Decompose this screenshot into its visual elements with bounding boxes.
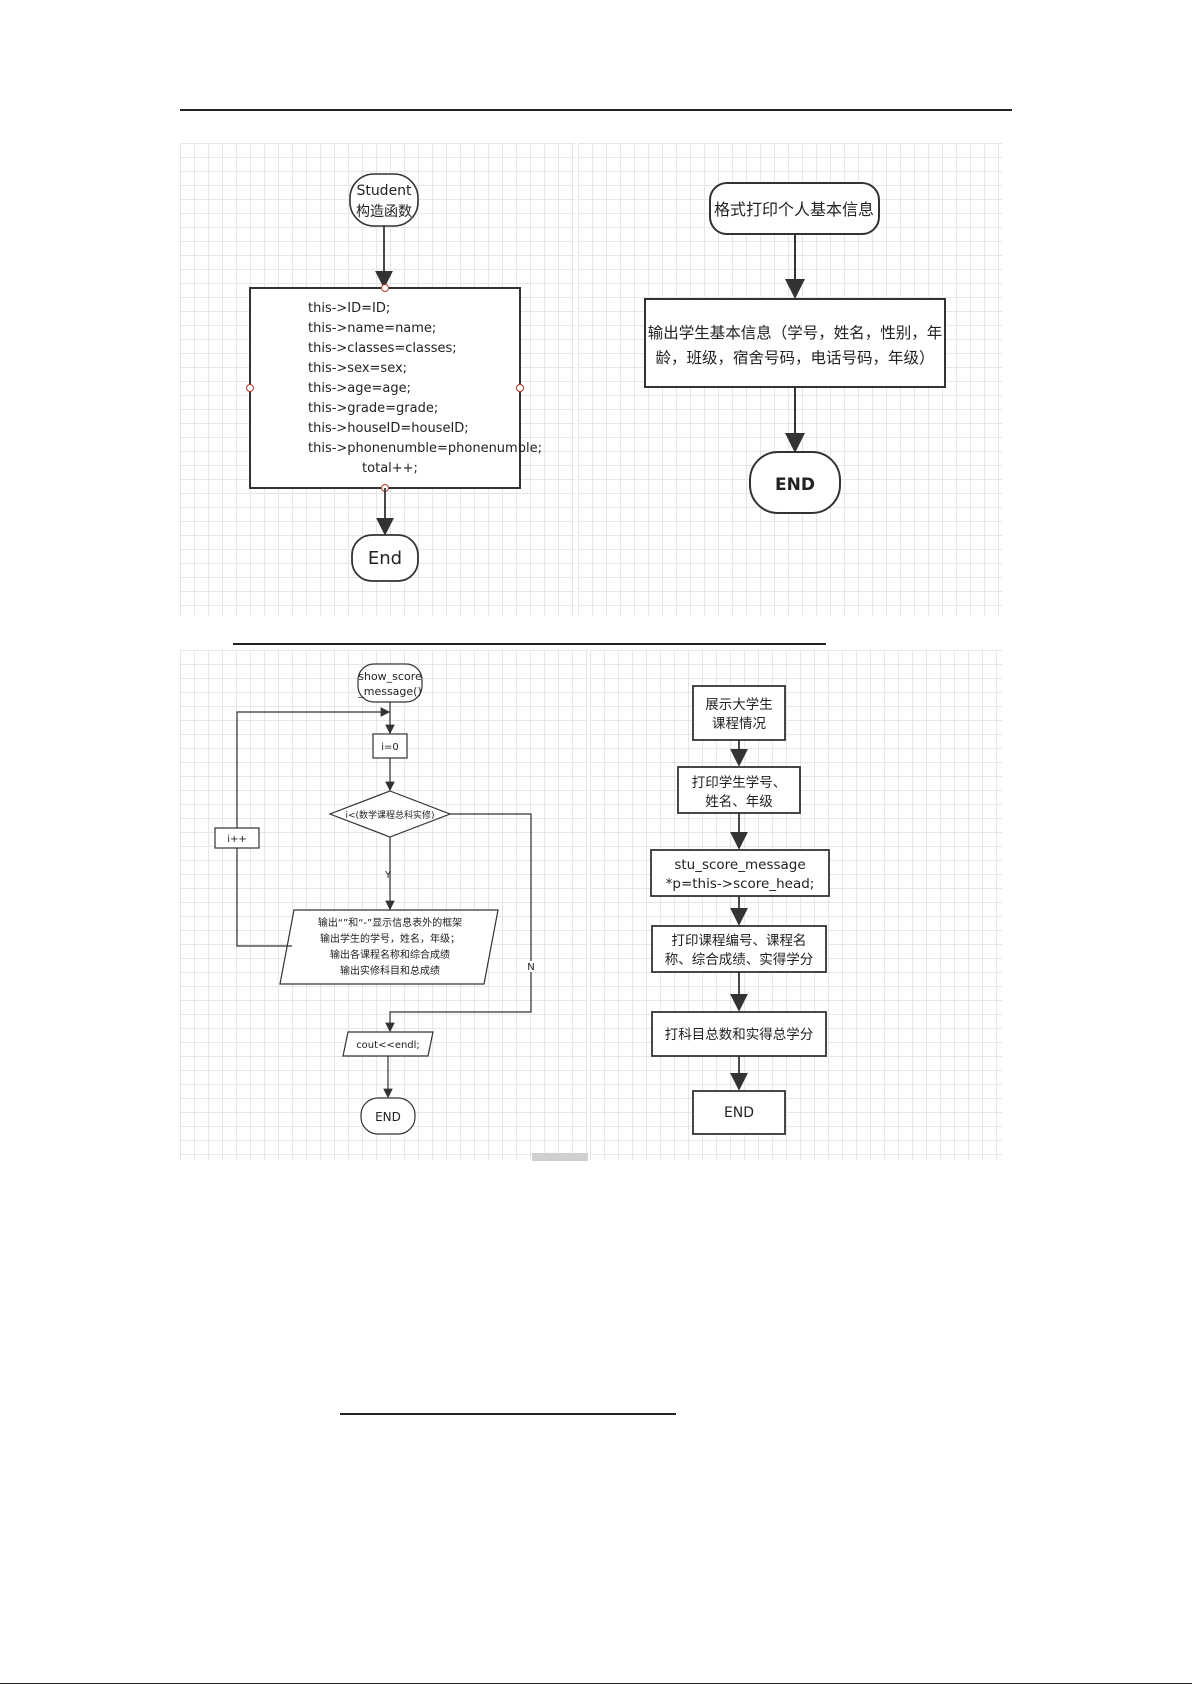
body-line-6: this->grade=grade; — [308, 401, 438, 416]
no-label: N — [527, 962, 534, 973]
print-info-flowchart-panel: 格式打印个人基本信息 输出学生基本信息（学号，姓名，性别，年 龄，班级，宿舍号码… — [578, 143, 1002, 616]
cout-parallelogram — [342, 1031, 434, 1057]
process-line-1: 输出学生基本信息（学号，姓名，性别，年 — [648, 324, 943, 342]
start-box — [692, 685, 786, 741]
constructor-flowchart-panel: Student 构造函数 this->ID=ID; this->name=nam… — [180, 143, 575, 616]
connector-point-top — [381, 284, 389, 292]
print-info-flowchart: 格式打印个人基本信息 输出学生基本信息（学号，姓名，性别，年 龄，班级，宿舍号码… — [644, 182, 946, 514]
step1-line-1: 打印学生学号、 — [692, 774, 787, 791]
show-score-flowchart-panel: show_score _message() i=0 i<(数学课程总科实修) Y… — [180, 650, 588, 1160]
step2-line-2: *p=this->score_head; — [666, 876, 815, 892]
connector-point-right — [516, 384, 524, 392]
arrow-condition-no — [385, 813, 532, 1033]
body-line-8: this->phonenumble=phonenumble; — [308, 441, 542, 456]
step2-line-1: stu_score_message — [674, 857, 805, 873]
end-terminal — [360, 1097, 416, 1135]
end-label: END — [724, 1105, 754, 1121]
increment-box — [214, 827, 260, 849]
step3-line-1: 打印课程编号、课程名 — [672, 932, 807, 949]
course-info-flowchart: 展示大学生 课程情况 打印学生学号、 姓名、年级 stu_score_messa… — [650, 685, 830, 1135]
body-line-4: this->sex=sex; — [308, 361, 407, 376]
course-info-flowchart-panel: 展示大学生 课程情况 打印学生学号、 姓名、年级 stu_score_messa… — [590, 650, 1002, 1160]
start-label-2: 构造函数 — [356, 204, 412, 220]
output-line-3: 输出各课程名称和综合成绩 — [330, 948, 450, 961]
start-line-1: 展示大学生 — [705, 697, 773, 713]
start-label-1: Student — [356, 183, 412, 199]
init-label: i=0 — [381, 742, 399, 753]
start-label-1: show_score — [358, 670, 422, 683]
end-label: END — [775, 475, 815, 495]
start-line-2: 课程情况 — [712, 716, 766, 732]
connector-point-left — [246, 384, 254, 392]
body-line-7: this->houseID=houseID; — [308, 421, 469, 436]
end-label: End — [368, 548, 402, 569]
yes-label: Y — [384, 870, 392, 881]
show-score-flowchart: show_score _message() i=0 i<(数学课程总科实修) Y… — [214, 663, 537, 1135]
increment-label: i++ — [227, 834, 247, 845]
lower-rule — [340, 1413, 676, 1415]
step4-box — [651, 1011, 827, 1057]
start-label-2: _message() — [357, 685, 422, 698]
end-box — [692, 1090, 786, 1135]
end-label: END — [375, 1110, 401, 1124]
end-terminal — [749, 451, 841, 514]
output-line-4: 输出实修科目和总成绩 — [340, 964, 440, 977]
output-line-1: 输出“”和“-”显示信息表外的框架 — [318, 916, 462, 929]
process-line-2: 龄，班级，宿舍号码，电话号码，年级） — [655, 349, 934, 367]
step3-line-2: 称、综合成绩、实得学分 — [665, 951, 814, 968]
assignment-block — [249, 287, 521, 489]
output-parallelogram — [279, 909, 499, 985]
output-line-2: 输出学生的学号，姓名，年级； — [320, 932, 460, 945]
init-box — [372, 733, 408, 759]
middle-rule — [233, 643, 826, 645]
constructor-flowchart: Student 构造函数 this->ID=ID; this->name=nam… — [246, 173, 542, 582]
cout-label: cout<<endl; — [356, 1040, 420, 1051]
start-label: 格式打印个人基本信息 — [714, 200, 874, 219]
body-line-3: this->classes=classes; — [308, 341, 457, 356]
bottom-rule — [0, 1683, 1192, 1684]
condition-label: i<(数学课程总科实修) — [345, 809, 434, 821]
body-line-5: this->age=age; — [308, 381, 411, 396]
body-line-1: this->ID=ID; — [308, 301, 390, 316]
top-rule — [180, 109, 1012, 111]
step3-box — [651, 925, 827, 973]
horizontal-scrollbar-thumb[interactable] — [532, 1153, 588, 1161]
body-line-9: total++; — [362, 461, 418, 476]
body-line-2: this->name=name; — [308, 321, 436, 336]
step4-label: 打科目总数和实得总学分 — [665, 1026, 814, 1043]
end-terminal — [351, 534, 419, 582]
step2-box — [650, 849, 830, 897]
step1-line-2: 姓名、年级 — [705, 794, 773, 810]
output-process-box — [644, 298, 946, 388]
